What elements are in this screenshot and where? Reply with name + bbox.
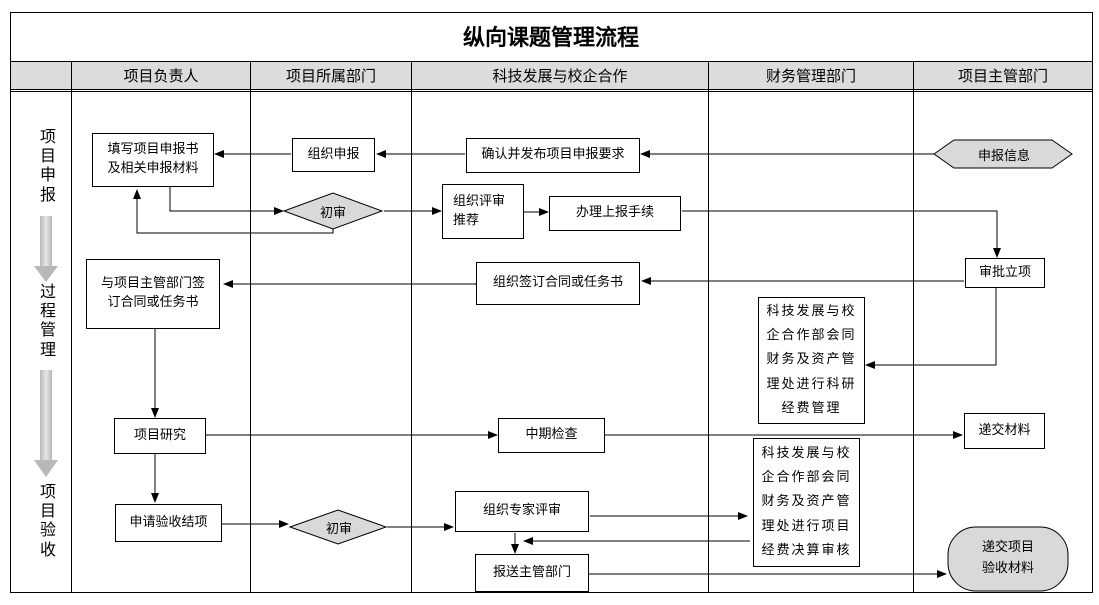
node-confirm-release: 确认并发布项目申报要求 (466, 138, 640, 173)
phase-arrow-2 (34, 370, 58, 477)
node-fill-application: 填写项目申报书 及相关申报材料 (92, 133, 214, 187)
diamond-preliminary-review-1 (282, 192, 384, 230)
node-submission: 办理上报手续 (549, 196, 681, 231)
lane-header-project-leader: 项目负责人 (123, 66, 199, 85)
edge-approve-to-funds (865, 288, 997, 369)
diagram-title: 纵向课题管理流程 (462, 25, 639, 51)
node-review2-label: 初审 (325, 521, 352, 537)
phase-label-acceptance: 项目验收 (37, 482, 59, 559)
lane-header-science-tech: 科技发展与校企合作 (492, 66, 628, 85)
lane-header-finance: 财务管理部门 (765, 66, 856, 85)
node-final-audit: 科技发展与校 企合作部会同 财务及资产管 理处进行项目 经费决算审核 (753, 438, 860, 567)
node-submit-acceptance-label: 递交项目 验收材料 (981, 540, 1034, 576)
node-midterm-check: 中期检查 (498, 418, 605, 453)
table-frame (10, 12, 1093, 593)
edge-submit-to-approve (682, 210, 1001, 258)
node-report-authority: 报送主管部门 (475, 554, 589, 592)
phase-arrow-1 (34, 216, 58, 282)
node-review-recommend: 组织评审 推荐 (442, 184, 524, 239)
phase-label-process: 过程管理 (37, 282, 59, 359)
node-apply-info-label: 申报信息 (977, 148, 1030, 164)
lane-header-authority: 项目主管部门 (957, 66, 1048, 85)
diamond-preliminary-review-2 (288, 509, 388, 545)
node-submit-materials: 递交材料 (964, 413, 1045, 449)
rounded-submit-acceptance (947, 526, 1069, 592)
node-sign-contract: 与项目主管部门签 订合同或任务书 (86, 259, 220, 329)
node-apply-acceptance: 申请验收结项 (115, 504, 222, 542)
edge-fill-to-review (169, 187, 284, 215)
phase-label-apply: 项目申报 (37, 127, 59, 204)
node-organize-application: 组织申报 (292, 138, 375, 172)
phase-text-process: 过程管理 (40, 282, 57, 359)
edge-review-return (133, 189, 334, 234)
lane-header-department: 项目所属部门 (285, 66, 376, 85)
phase-text-apply: 项目申报 (40, 127, 57, 204)
node-approval: 审批立项 (965, 258, 1045, 288)
node-funds-management: 科技发展与校 企合作部会同 财务及资产管 理处进行科研 经费管理 (758, 297, 865, 424)
node-organize-contract: 组织签订合同或任务书 (476, 262, 640, 305)
node-project-research: 项目研究 (114, 418, 206, 454)
node-expert-review: 组织专家评审 (455, 491, 589, 532)
node-review1-label: 初审 (319, 205, 346, 221)
phase-text-acceptance: 项目验收 (40, 482, 57, 559)
hexagon-apply-info (933, 139, 1073, 169)
